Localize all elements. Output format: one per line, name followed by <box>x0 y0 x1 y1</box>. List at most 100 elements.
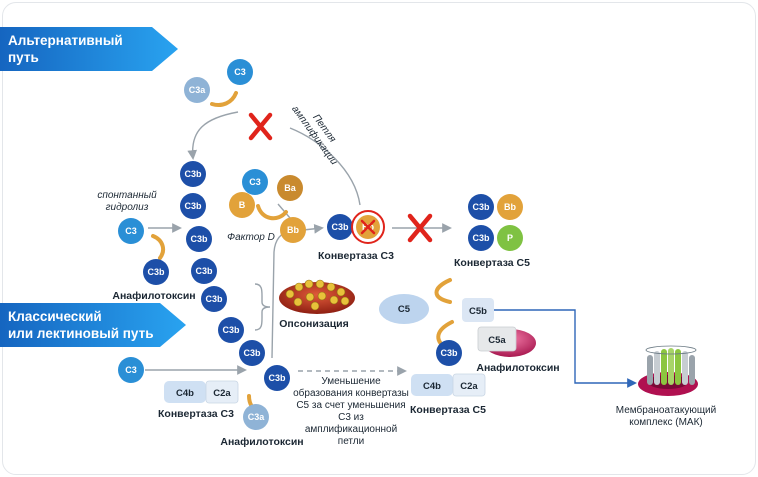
svg-text:Уменьшение: Уменьшение <box>321 376 381 387</box>
svg-text:C3 из: C3 из <box>338 412 364 423</box>
c3b-column: C3b C3b C3b C3b C3b C3b C3b C3b <box>180 161 290 391</box>
svg-text:C3: C3 <box>249 177 261 187</box>
anaphylatoxin-label-bottom: Анафилотоксин <box>220 436 303 448</box>
c3b-ball: C3b <box>180 193 206 219</box>
svg-text:C3b: C3b <box>472 233 490 243</box>
svg-text:C3b: C3b <box>195 266 213 276</box>
top-c3-ball: C3 <box>227 59 253 85</box>
arrow-c3-to-c3b <box>187 111 239 160</box>
top-c3a-ball: C3a <box>184 77 210 103</box>
svg-text:петли: петли <box>338 436 364 447</box>
convertase-c3b-ball <box>327 214 353 240</box>
anaphylatoxin-label-left: Анафилотоксин <box>112 290 195 302</box>
svg-text:C3b: C3b <box>190 234 208 244</box>
b-ball: B <box>229 192 255 218</box>
c2a-box <box>205 380 239 404</box>
convertase-c5-label-classical: Конвертаза C5 <box>410 404 486 416</box>
arrow-factor-d <box>277 203 291 219</box>
arc-c5-top <box>434 278 452 304</box>
spontaneous-label-line2: гидролиз <box>106 202 149 213</box>
svg-text:C5 за счет уменьшения: C5 за счет уменьшения <box>296 400 405 411</box>
svg-text:C5a: C5a <box>488 335 506 346</box>
svg-text:C3: C3 <box>125 226 137 236</box>
svg-text:C3: C3 <box>234 67 246 77</box>
c5b-box: C5b <box>462 298 494 322</box>
svg-text:амплификационной: амплификационной <box>305 423 397 435</box>
amplification-loop-line <box>289 127 361 206</box>
svg-text:C3a: C3a <box>189 85 207 95</box>
svg-text:C3b: C3b <box>243 348 261 358</box>
alt-c5-convertase: C3b Bb C3b P Конвертаза C5 <box>454 194 530 269</box>
spontaneous-label-line1: спонтанный <box>97 190 157 201</box>
ba-ball: Ba <box>277 175 303 201</box>
banner-alternative-line1: Альтернативный <box>8 33 123 48</box>
c2a-box <box>452 373 486 397</box>
connector-lines <box>145 111 637 388</box>
anaphylatoxin-label-right: Анафилотоксин <box>476 362 559 374</box>
svg-text:Ba: Ba <box>284 183 296 193</box>
opsonization-cell-icon <box>279 279 355 314</box>
banner-classical-line2: или лектиновый путь <box>8 326 154 341</box>
mac-icon <box>638 345 698 396</box>
classical-c3-convertase: C4b C2a Конвертаза C3 <box>158 380 239 420</box>
c3b-ball: C3b <box>180 161 206 187</box>
svg-text:C3b: C3b <box>440 348 458 358</box>
opsonization-bracket <box>254 283 271 331</box>
bottom-c3a-ball: C3a <box>243 404 269 430</box>
c4b-box <box>164 381 206 403</box>
svg-text:C3b: C3b <box>184 201 202 211</box>
svg-text:C3b: C3b <box>147 267 165 277</box>
svg-text:C2a: C2a <box>460 381 478 392</box>
factor-c3-ball: C3 <box>242 169 268 195</box>
bb-ball-alt: Bb <box>280 217 306 243</box>
svg-text:C4b: C4b <box>176 388 194 399</box>
spontaneous-c3-ball: C3 <box>118 218 144 244</box>
classical-c3-ball: C3 <box>118 357 144 383</box>
c5a-group: C5a <box>477 326 536 357</box>
svg-text:C3a: C3a <box>248 412 266 422</box>
svg-text:C2a: C2a <box>213 388 231 399</box>
c3b-ball: C3b <box>191 258 217 284</box>
p-ball: P <box>497 225 523 251</box>
c3b-ball: C3b <box>186 226 212 252</box>
svg-text:P: P <box>507 233 513 243</box>
small-x-mark-icon <box>360 219 376 235</box>
mac-label-line2: комплекс (МАК) <box>629 417 703 428</box>
arrow-to-c3-convertase <box>302 223 324 234</box>
svg-text:C5: C5 <box>398 304 411 315</box>
svg-text:Bb: Bb <box>287 225 299 235</box>
svg-text:C3b: C3b <box>222 325 240 335</box>
c5a-box <box>477 326 517 352</box>
c3b-ball: C3b <box>468 225 494 251</box>
c5-ellipse: C5 <box>379 294 429 324</box>
c4b-box <box>411 374 453 396</box>
c3b-ball: C3b <box>468 194 494 220</box>
svg-text:C3b: C3b <box>331 222 349 232</box>
arc-factor-b <box>256 204 288 221</box>
svg-text:C3b: C3b <box>268 373 286 383</box>
svg-text:C5b: C5b <box>469 306 487 317</box>
banner-alternative-pathway: Альтернативный путь <box>0 27 178 71</box>
svg-text:C3b: C3b <box>472 202 490 212</box>
opsonization-label: Опсонизация <box>279 318 349 330</box>
svg-text:образования конвертазы: образования конвертазы <box>293 387 409 399</box>
arc-top-c3 <box>210 91 238 107</box>
arrow-c5b-to-mac <box>494 309 637 388</box>
svg-text:B: B <box>239 200 246 210</box>
spontaneous-c3b-ball: C3b <box>143 259 169 285</box>
c5-convertase-c3b-ball: C3b <box>436 340 462 366</box>
classical-c5-convertase: C4b C2a Конвертаза C5 <box>410 373 486 416</box>
c3b-ball: C3b <box>239 340 265 366</box>
c3-convertase: C3b Bb Конвертаза C3 <box>318 210 394 262</box>
convertase-c5-label-alt: Конвертаза C5 <box>454 257 530 269</box>
factor-d-label: Фактор D <box>227 232 275 243</box>
c3b-ball: C3b <box>218 317 244 343</box>
svg-text:Bb: Bb <box>504 202 516 212</box>
convertase-c3-label-classical: Конвертаза C3 <box>158 408 234 420</box>
banner-classical-line1: Классический <box>8 309 102 324</box>
c3b-ball: C3b <box>264 365 290 391</box>
x-mark-icon <box>248 112 273 141</box>
bb-ball: Bb <box>497 194 523 220</box>
